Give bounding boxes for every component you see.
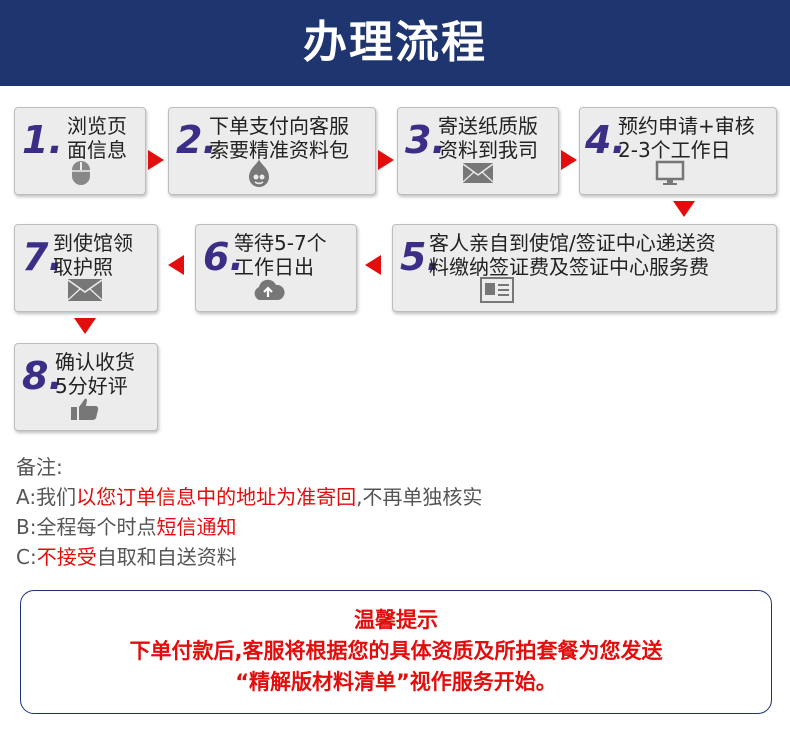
arrow-right [378, 150, 394, 170]
arrow-left [168, 255, 184, 275]
thumbs-up-icon [67, 394, 103, 424]
arrow-right [148, 150, 164, 170]
arrow-down [74, 318, 96, 334]
step-3: 3. 寄送纸质版 资料到我司 [397, 107, 559, 195]
step-text: 下单支付向客服 索要精准资料包 [209, 114, 349, 162]
step-number: 4. [585, 118, 626, 162]
drupal-icon [241, 158, 277, 188]
step-text-line: 确认收货 [55, 350, 135, 374]
note-highlight: 不接受 [36, 545, 97, 569]
step-text: 浏览页 面信息 [67, 114, 127, 162]
note-a: A:我们以您订单信息中的地址为准寄回,不再单独核实 [16, 482, 482, 512]
step-text-line: 客人亲自到使馆/签证中心递送资 [429, 231, 716, 255]
step-number: 7. [22, 235, 63, 279]
step-4: 4. 预约申请+审核 2-3个工作日 [579, 107, 777, 195]
step-text-line: 等待5-7个 [234, 231, 327, 255]
step-text: 确认收货 5分好评 [55, 350, 135, 398]
envelope-icon [460, 158, 496, 188]
id-card-icon [479, 275, 515, 305]
step-5: 5. 客人亲自到使馆/签证中心递送资 料缴纳签证费及签证中心服务费 [392, 224, 777, 312]
note-c: C:不接受自取和自送资料 [16, 542, 482, 572]
notes-title: 备注: [16, 455, 63, 479]
note-text: A:我们 [16, 485, 77, 509]
step-number: 5. [400, 235, 441, 279]
note-text: 自取和自送资料 [96, 545, 237, 569]
tip-box: 温馨提示 下单付款后,客服将根据您的具体资质及所拍套餐为您发送 “精解版材料清单… [20, 590, 772, 714]
step-text-line: 料缴纳签证费及签证中心服务费 [429, 255, 709, 279]
step-text: 等待5-7个 工作日出 [234, 231, 327, 279]
step-text-line: 下单支付向客服 [209, 114, 349, 138]
note-text: C: [16, 545, 37, 569]
step-text-line: 预约申请+审核 [618, 114, 755, 138]
step-number: 6. [203, 235, 244, 279]
step-text-line: 面信息 [67, 138, 127, 162]
step-text: 预约申请+审核 2-3个工作日 [618, 114, 755, 162]
step-text: 寄送纸质版 资料到我司 [438, 114, 538, 162]
arrow-left [365, 255, 381, 275]
step-number: 2. [176, 118, 217, 162]
step-text-line: 资料到我司 [438, 138, 538, 162]
note-text: ,不再单独核实 [356, 485, 483, 509]
step-text-line: 浏览页 [67, 114, 127, 138]
page-title: 办理流程 [303, 17, 487, 68]
step-number: 1. [22, 118, 63, 162]
step-text-line: 寄送纸质版 [438, 114, 538, 138]
envelope-icon [67, 275, 103, 305]
arrow-down [673, 201, 695, 217]
cloud-upload-icon [250, 275, 286, 305]
step-6: 6. 等待5-7个 工作日出 [195, 224, 357, 312]
tip-title: 温馨提示 [354, 608, 438, 632]
mouse-icon [63, 158, 99, 188]
step-text-line: 5分好评 [55, 374, 128, 398]
step-8: 8. 确认收货 5分好评 [14, 343, 158, 431]
note-highlight: 以您订单信息中的地址为准寄回 [76, 485, 357, 509]
step-text-line: 索要精准资料包 [209, 138, 349, 162]
step-text-line: 取护照 [53, 255, 113, 279]
step-text: 客人亲自到使馆/签证中心递送资 料缴纳签证费及签证中心服务费 [429, 231, 716, 279]
step-number: 8. [22, 354, 63, 398]
note-highlight: 短信通知 [156, 515, 237, 539]
note-text: B:全程每个时点 [16, 515, 157, 539]
monitor-icon [652, 158, 688, 188]
step-text-line: 2-3个工作日 [618, 138, 731, 162]
step-text-line: 工作日出 [234, 255, 314, 279]
step-2: 2. 下单支付向客服 索要精准资料包 [168, 107, 376, 195]
step-number: 3. [405, 118, 446, 162]
step-text-line: 到使馆领 [53, 231, 133, 255]
note-b: B:全程每个时点短信通知 [16, 512, 482, 542]
tip-line: 下单付款后,客服将根据您的具体资质及所拍套餐为您发送 [129, 639, 663, 663]
notes: 备注: A:我们以您订单信息中的地址为准寄回,不再单独核实 B:全程每个时点短信… [16, 452, 482, 572]
tip-line: “精解版材料清单”视作服务开始。 [235, 670, 557, 694]
step-7: 7. 到使馆领 取护照 [14, 224, 158, 312]
header-banner: 办理流程 [0, 0, 790, 86]
step-1: 1. 浏览页 面信息 [14, 107, 146, 195]
arrow-right [561, 150, 577, 170]
step-text: 到使馆领 取护照 [53, 231, 133, 279]
